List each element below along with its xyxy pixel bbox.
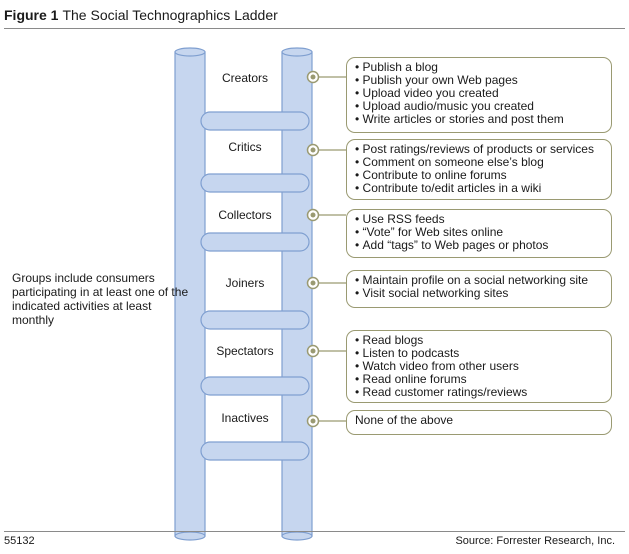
level-label-inactives: Inactives [221, 411, 269, 425]
level-label-creators: Creators [221, 71, 268, 85]
footer-id: 55132 [4, 535, 35, 547]
level-label-critics: Critics [228, 140, 262, 154]
connector-6 [306, 414, 346, 428]
activity-item: Use RSS feeds [355, 213, 603, 226]
activity-box-spectators: Read blogsListen to podcastsWatch video … [346, 330, 612, 403]
left-rail [174, 47, 206, 541]
activity-item: Read online forums [355, 373, 603, 386]
activity-item: “Vote” for Web sites online [355, 226, 603, 239]
ladder-rung [200, 173, 310, 193]
activity-item: Upload audio/music you created [355, 100, 603, 113]
activity-box-creators: Publish a blogPublish your own Web pages… [346, 57, 612, 133]
activity-item: Visit social networking sites [355, 287, 603, 300]
ladder-connectors [306, 70, 346, 428]
activity-box-collectors: Use RSS feeds“Vote” for Web sites online… [346, 209, 612, 258]
ladder-rung [200, 310, 310, 330]
activity-item: Read customer ratings/reviews [355, 386, 603, 399]
activity-box-joiners: Maintain profile on a social networking … [346, 270, 612, 308]
activity-list: Read blogsListen to podcastsWatch video … [355, 334, 603, 399]
level-label-spectators: Spectators [216, 344, 274, 358]
footer-divider [4, 531, 625, 532]
activity-item: Post ratings/reviews of products or serv… [355, 143, 603, 156]
ladder-rung [200, 376, 310, 396]
activity-item: Upload video you created [355, 87, 603, 100]
ladder-rung [200, 441, 310, 461]
activity-item: Read blogs [355, 334, 603, 347]
activity-item: Listen to podcasts [355, 347, 603, 360]
activity-item: Publish your own Web pages [355, 74, 603, 87]
connector-3 [306, 208, 346, 222]
activity-item: Maintain profile on a social networking … [355, 274, 603, 287]
activity-list: Use RSS feeds“Vote” for Web sites online… [355, 213, 603, 252]
activity-box-critics: Post ratings/reviews of products or serv… [346, 139, 612, 200]
activity-list: Post ratings/reviews of products or serv… [355, 143, 603, 195]
activity-list: Maintain profile on a social networking … [355, 274, 603, 300]
activity-item: Add “tags” to Web pages or photos [355, 239, 603, 252]
activity-item: Comment on someone else’s blog [355, 156, 603, 169]
activity-item: Watch video from other users [355, 360, 603, 373]
ladder-rung [200, 111, 310, 131]
figure-title-text: The Social Technographics Ladder [62, 7, 278, 23]
activity-item: Publish a blog [355, 61, 603, 74]
activity-list: Publish a blogPublish your own Web pages… [355, 61, 603, 126]
ladder-rungs [200, 111, 310, 461]
level-label-collectors: Collectors [218, 208, 272, 222]
activity-item: Contribute to/edit articles in a wiki [355, 182, 603, 195]
level-label-joiners: Joiners [225, 276, 265, 290]
connector-1 [306, 70, 346, 84]
activity-item: None of the above [355, 413, 454, 427]
activity-item: Write articles or stories and post them [355, 113, 603, 126]
activity-list: None of the above [355, 414, 603, 427]
ladder-rung [200, 232, 310, 252]
connector-5 [306, 344, 346, 358]
figure-number: Figure 1 [4, 7, 59, 23]
footer-source: Source: Forrester Research, Inc. [455, 535, 615, 547]
activity-box-inactives: None of the above [346, 410, 612, 435]
activity-item: Contribute to online forums [355, 169, 603, 182]
side-note: Groups include consumers participating i… [12, 271, 189, 327]
connector-4 [306, 276, 346, 290]
connector-2 [306, 143, 346, 157]
